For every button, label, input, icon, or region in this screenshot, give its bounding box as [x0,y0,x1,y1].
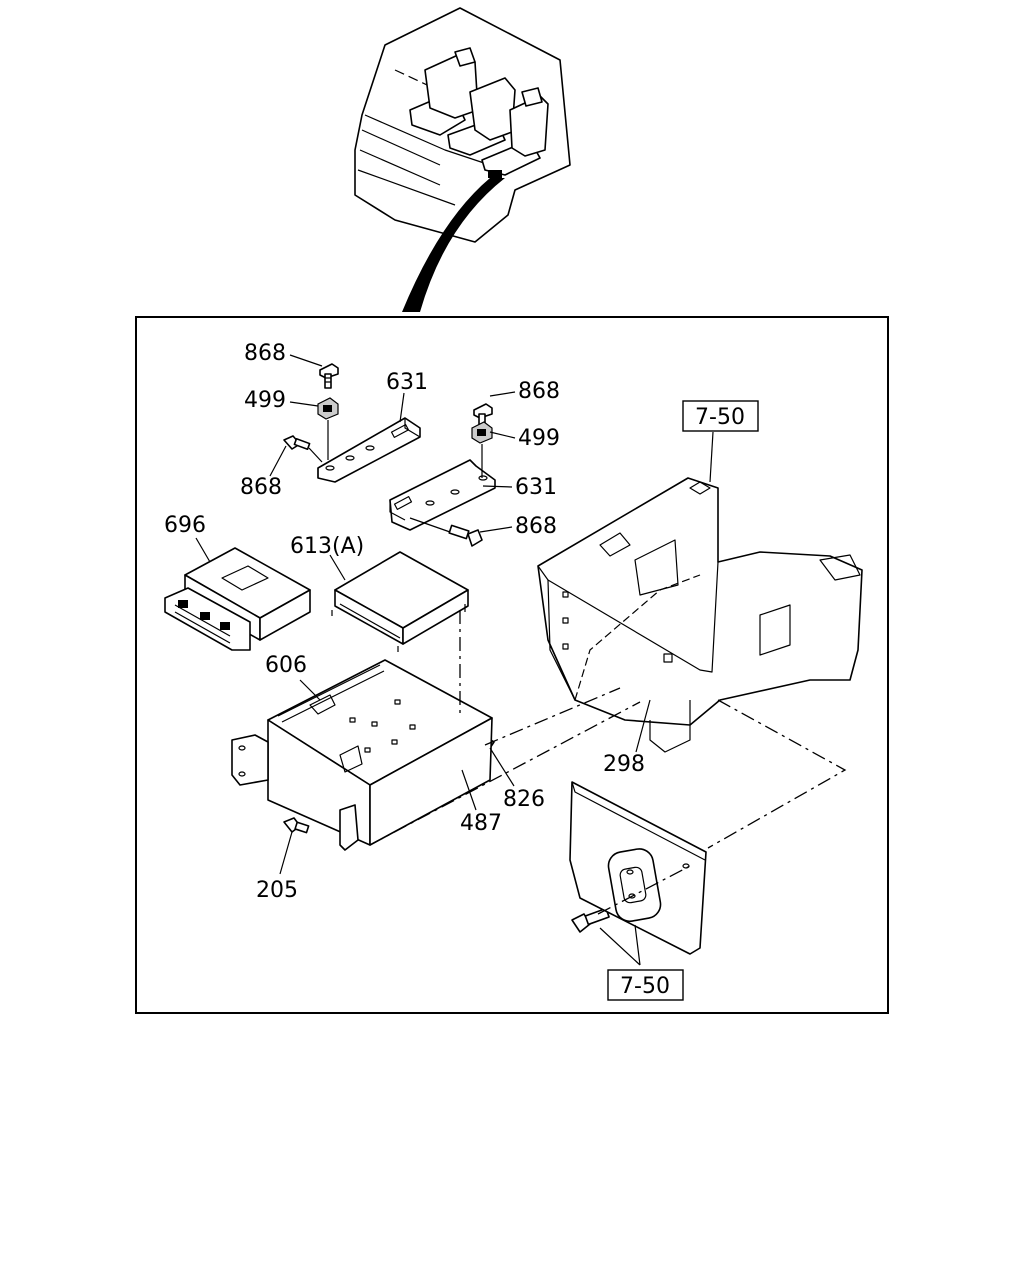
ref-box-top: 7-50 [682,400,759,432]
ecu-613a [331,551,469,652]
callout-298: 298 [603,752,645,777]
ref-top-label: 7-50 [695,405,745,430]
callout-826: 826 [503,787,545,812]
callout-868-lower: 868 [515,514,557,539]
ecu-696 [164,547,311,651]
cover-panel [569,781,707,955]
ref-box-bottom: 7-50 [607,969,684,1001]
callout-631-upper: 631 [386,370,428,395]
assembly-lines [369,610,847,915]
bracket-631-lower [389,459,496,531]
callout-labels: 868 499 868 631 868 499 631 868 696 613(… [164,341,645,903]
callout-613a: 613(A) [290,534,364,559]
cab-overview [354,7,571,312]
callout-606: 606 [265,653,307,678]
tray-606 [231,659,493,851]
callout-631-lower: 631 [515,475,557,500]
callout-868-left: 868 [240,475,282,500]
leader-lines [195,354,714,966]
bracket-631-upper [317,417,421,483]
detail-frame [135,316,889,1014]
callout-487: 487 [460,811,502,836]
callout-499-right: 499 [518,426,560,451]
callout-696: 696 [164,513,206,538]
callout-868-top-left: 868 [244,341,286,366]
callout-868-top-right: 868 [518,379,560,404]
seat-base [537,477,863,753]
callout-205: 205 [256,878,298,903]
ref-bottom-label: 7-50 [620,974,670,999]
callout-499-left: 499 [244,388,286,413]
